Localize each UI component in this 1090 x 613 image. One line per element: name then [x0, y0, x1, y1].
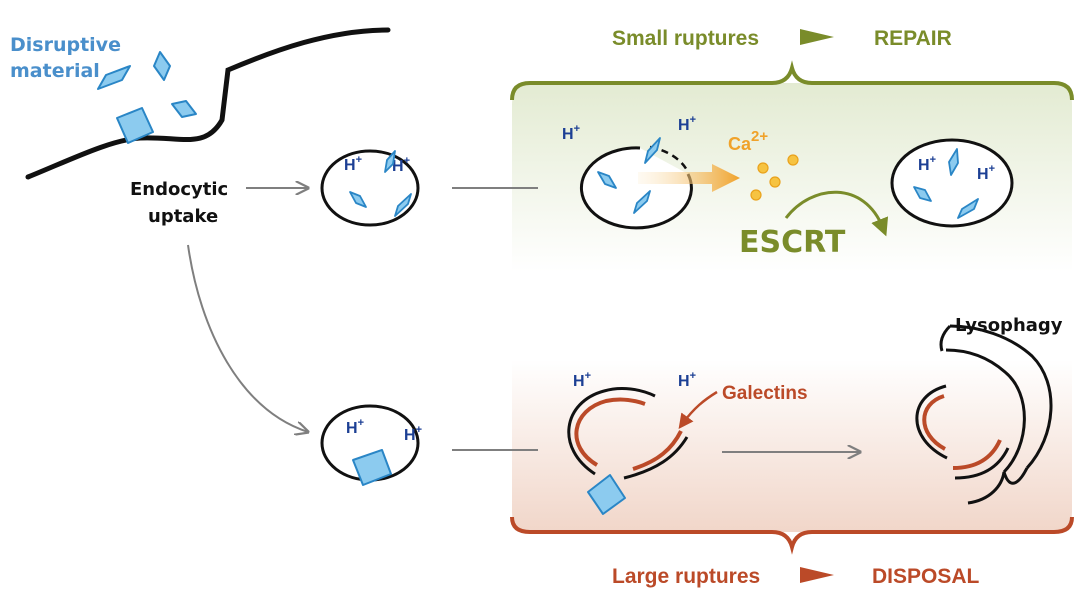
lysosome-fragment-left	[915, 384, 948, 460]
lysosome-crystals-top	[349, 150, 412, 217]
calcium-ions	[750, 154, 799, 201]
endocytic-label-line1: Endocytic	[130, 179, 228, 200]
calcium-label: Ca2+	[728, 128, 768, 154]
proton-label: H+	[404, 424, 422, 444]
crystal-icon	[633, 190, 651, 214]
escrt-repair-arrow	[784, 190, 889, 237]
svg-text:H+: H+	[392, 155, 410, 175]
lysophagy-structure	[915, 324, 1053, 505]
phagophore-cap-top	[939, 324, 952, 352]
crystal-icon	[384, 150, 396, 173]
svg-text:H+: H+	[678, 370, 696, 390]
svg-text:H+: H+	[404, 424, 422, 444]
disruptive-label-line1: Disruptive	[10, 34, 121, 56]
lysophagy-label: Lysophagy	[955, 315, 1063, 336]
lysosome-repaired	[890, 138, 1014, 228]
crystal-icon	[153, 51, 171, 81]
svg-text:H+: H+	[573, 370, 591, 390]
lysosome-fragment-right	[954, 447, 1010, 480]
crystal-icon	[913, 186, 932, 202]
galectin-fragment-right	[952, 439, 1002, 470]
disruptive-label-line2: material	[10, 60, 100, 82]
crystal-icon	[349, 191, 367, 208]
crystal-icon	[957, 198, 979, 219]
crystal-icon	[644, 137, 661, 164]
crystal-icon	[352, 449, 392, 486]
proton-label: H+	[573, 370, 591, 390]
crystal-icon	[597, 171, 617, 189]
crystal-icon	[171, 100, 197, 118]
proton-label: H+	[562, 123, 580, 143]
uptake-arrow-bottom	[187, 244, 308, 432]
disposal-label: DISPOSAL	[872, 565, 980, 588]
phagophore-outer-edge	[949, 324, 1053, 470]
phagophore-inner-edge	[945, 348, 1026, 474]
membrane-outer-right	[623, 436, 689, 480]
escrt-label: ESCRT	[739, 225, 846, 260]
galectin-layer-left	[574, 397, 646, 467]
proton-label: H+	[977, 163, 995, 183]
lysosome-small-rupture	[579, 146, 693, 230]
crystal-icon	[948, 148, 959, 176]
proton-label: H+	[392, 155, 410, 175]
galectin-layer-right	[632, 430, 683, 471]
svg-text:Ca2+: Ca2+	[728, 128, 768, 154]
endocytic-label-line2: uptake	[148, 206, 218, 227]
escaping-crystal-icon	[587, 474, 626, 515]
svg-text:H+: H+	[562, 123, 580, 143]
proton-label: H+	[678, 114, 696, 134]
small-ruptures-label: Small ruptures	[612, 27, 759, 50]
disposal-brace	[510, 516, 1074, 555]
membrane-outer-left	[567, 387, 656, 476]
calcium-ion-icon	[769, 176, 781, 188]
proton-label: H+	[346, 417, 364, 437]
galectins-pointer-arrow	[678, 390, 718, 430]
calcium-efflux-arrow	[638, 164, 740, 192]
svg-text:H+: H+	[918, 154, 936, 174]
lysosome-large-rupture	[567, 387, 689, 480]
svg-text:H+: H+	[678, 114, 696, 134]
calcium-ion-icon	[750, 189, 762, 201]
lysosome-intact-top	[320, 149, 420, 227]
plasma-membrane	[25, 27, 391, 180]
calcium-ion-icon	[787, 154, 799, 166]
proton-label: H+	[344, 154, 362, 174]
repair-label: REPAIR	[874, 27, 952, 50]
svg-text:H+: H+	[346, 417, 364, 437]
proton-label: H+	[918, 154, 936, 174]
crystal-icon	[116, 107, 154, 144]
svg-text:H+: H+	[977, 163, 995, 183]
repair-brace	[510, 60, 1074, 101]
crystal-icon	[394, 193, 412, 217]
crystal-icon	[97, 65, 131, 90]
disposal-triangle-icon	[800, 567, 834, 583]
large-ruptures-label: Large ruptures	[612, 565, 760, 588]
repair-triangle-icon	[800, 29, 834, 45]
lysosome-crystals-rupture	[597, 137, 661, 214]
galectin-fragment-left	[922, 394, 947, 451]
svg-text:H+: H+	[344, 154, 362, 174]
proton-label: H+	[678, 370, 696, 390]
calcium-ion-icon	[757, 162, 769, 174]
galectins-label: Galectins	[722, 383, 808, 404]
lysosome-crystals-repaired	[913, 148, 979, 219]
phagophore-bottom-edge	[967, 467, 1029, 505]
disruptive-material-crystals	[97, 51, 197, 144]
